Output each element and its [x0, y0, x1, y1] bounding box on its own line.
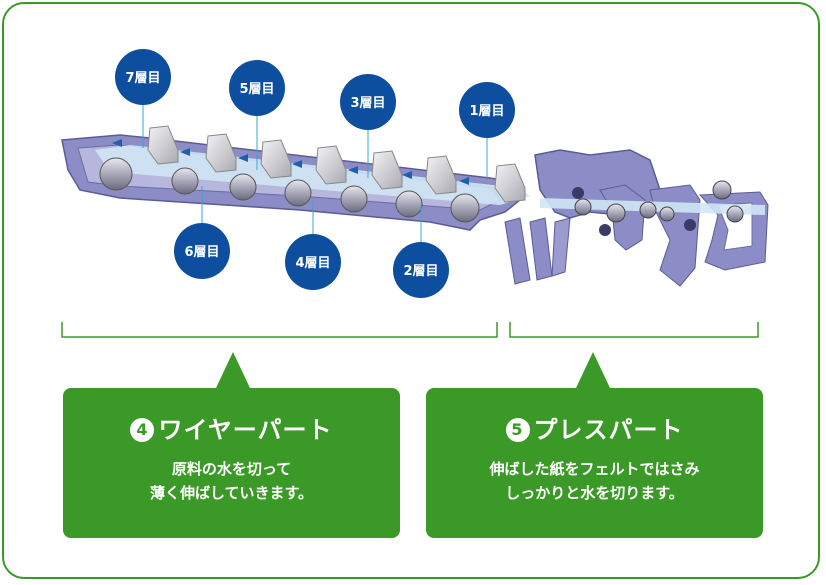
layer-label-3: 3層目 — [340, 74, 396, 130]
wire-part-machine — [61, 125, 530, 231]
svg-text:2層目: 2層目 — [403, 264, 438, 279]
flow-arrows — [112, 139, 469, 185]
svg-text:4層目: 4層目 — [295, 256, 330, 271]
wire-rolls — [99, 157, 480, 223]
layer-label-2: 2層目 — [393, 242, 449, 298]
press-part-description: 伸ばした紙をフェルトではさみ しっかりと水を切ります。 — [489, 460, 700, 502]
svg-text:3層目: 3層目 — [350, 96, 385, 111]
svg-text:5層目: 5層目 — [239, 82, 274, 97]
wire-callout-pointer — [216, 352, 250, 388]
layer-label-7: 7層目 — [115, 49, 171, 105]
press-rolls — [572, 180, 744, 236]
section-brackets — [61, 322, 759, 338]
step-number-badge: 5 — [505, 418, 530, 442]
svg-text:1層目: 1層目 — [469, 104, 504, 119]
press-callout-pointer — [576, 352, 610, 388]
svg-text:6層目: 6層目 — [184, 245, 219, 260]
svg-text:7層目: 7層目 — [125, 71, 160, 86]
layer-label-6: 6層目 — [174, 223, 230, 279]
head-boxes — [147, 125, 526, 203]
step-number-badge: 4 — [130, 418, 155, 442]
layer-label-5: 5層目 — [229, 60, 285, 116]
press-part-machine — [504, 149, 769, 287]
wire-part-description: 原料の水を切って 薄く伸ばしていきます。 — [149, 460, 314, 502]
layer-label-1: 1層目 — [459, 82, 515, 138]
layer-label-4: 4層目 — [285, 234, 341, 290]
